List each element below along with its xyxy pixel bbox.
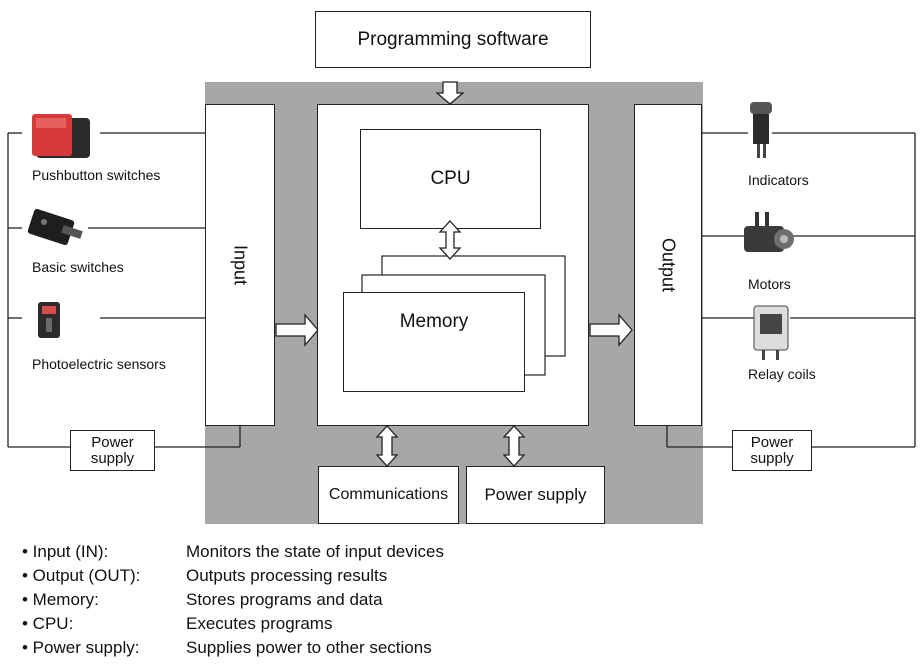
input-wiring — [7, 132, 241, 448]
legend-item: • Output (OUT): Outputs processing resul… — [22, 564, 444, 588]
programming-software-label: Programming software — [357, 28, 549, 50]
motor-photo — [744, 212, 794, 252]
down-arrow-icon — [435, 81, 465, 105]
output-module: Output — [634, 104, 702, 426]
internal-power-supply-label: Power supply — [484, 485, 587, 504]
memory-box: Memory — [343, 292, 525, 392]
legend-term: • Input (IN): — [22, 542, 109, 561]
legend-description: Monitors the state of input devices — [186, 542, 444, 561]
input-device-label: Pushbutton switches — [32, 167, 161, 183]
programming-software-box: Programming software — [315, 11, 591, 68]
legend-item: • Input (IN): Monitors the state of inpu… — [22, 540, 444, 564]
output-device-label: Motors — [748, 276, 791, 292]
cpu-label: CPU — [430, 168, 471, 189]
input-module-label: Input — [230, 244, 251, 286]
legend-list: • Input (IN): Monitors the state of inpu… — [22, 540, 444, 660]
legend-item: • Power supply: Supplies power to other … — [22, 636, 444, 660]
legend-term: • Power supply: — [22, 638, 140, 657]
legend-description: Stores programs and data — [186, 590, 383, 609]
right-arrow-icon — [275, 313, 319, 347]
internal-power-supply-box: Power supply — [466, 466, 605, 524]
input-device-label: Basic switches — [32, 259, 124, 275]
cpu-box: CPU — [360, 129, 541, 229]
output-device-label: Indicators — [748, 172, 809, 188]
memory-label: Memory — [399, 311, 469, 332]
right-power-supply-line1: Power — [750, 433, 794, 451]
left-power-supply-line2: supply — [90, 449, 135, 467]
basic-switch-photo — [27, 208, 83, 246]
input-device-label: Photoelectric sensors — [32, 356, 166, 372]
legend-term: • Memory: — [22, 590, 99, 609]
output-device-label: Relay coils — [748, 366, 816, 382]
legend-term: • Output (OUT): — [22, 566, 141, 585]
legend-description: Supplies power to other sections — [186, 638, 432, 657]
output-wiring — [666, 132, 916, 448]
output-module-label: Output — [658, 237, 679, 293]
right-power-supply-box: Power supply — [732, 430, 812, 471]
legend-term: • CPU: — [22, 614, 74, 633]
input-module: Input — [205, 104, 275, 426]
photoelectric-sensor-photo — [38, 302, 60, 338]
communications-box: Communications — [318, 466, 459, 524]
indicator-photo — [750, 102, 772, 158]
right-arrow-icon — [589, 313, 633, 347]
left-power-supply-line1: Power — [91, 433, 134, 451]
communications-label: Communications — [328, 486, 449, 503]
legend-item: • CPU: Executes programs — [22, 612, 444, 636]
relay-coil-photo — [753, 305, 789, 360]
legend-description: Executes programs — [186, 614, 333, 633]
right-power-supply-line2: supply — [750, 449, 794, 467]
legend-item: • Memory: Stores programs and data — [22, 588, 444, 612]
legend-description: Outputs processing results — [186, 566, 388, 585]
pushbutton-switch-photo — [32, 114, 90, 158]
left-power-supply-box: Power supply — [70, 430, 155, 471]
